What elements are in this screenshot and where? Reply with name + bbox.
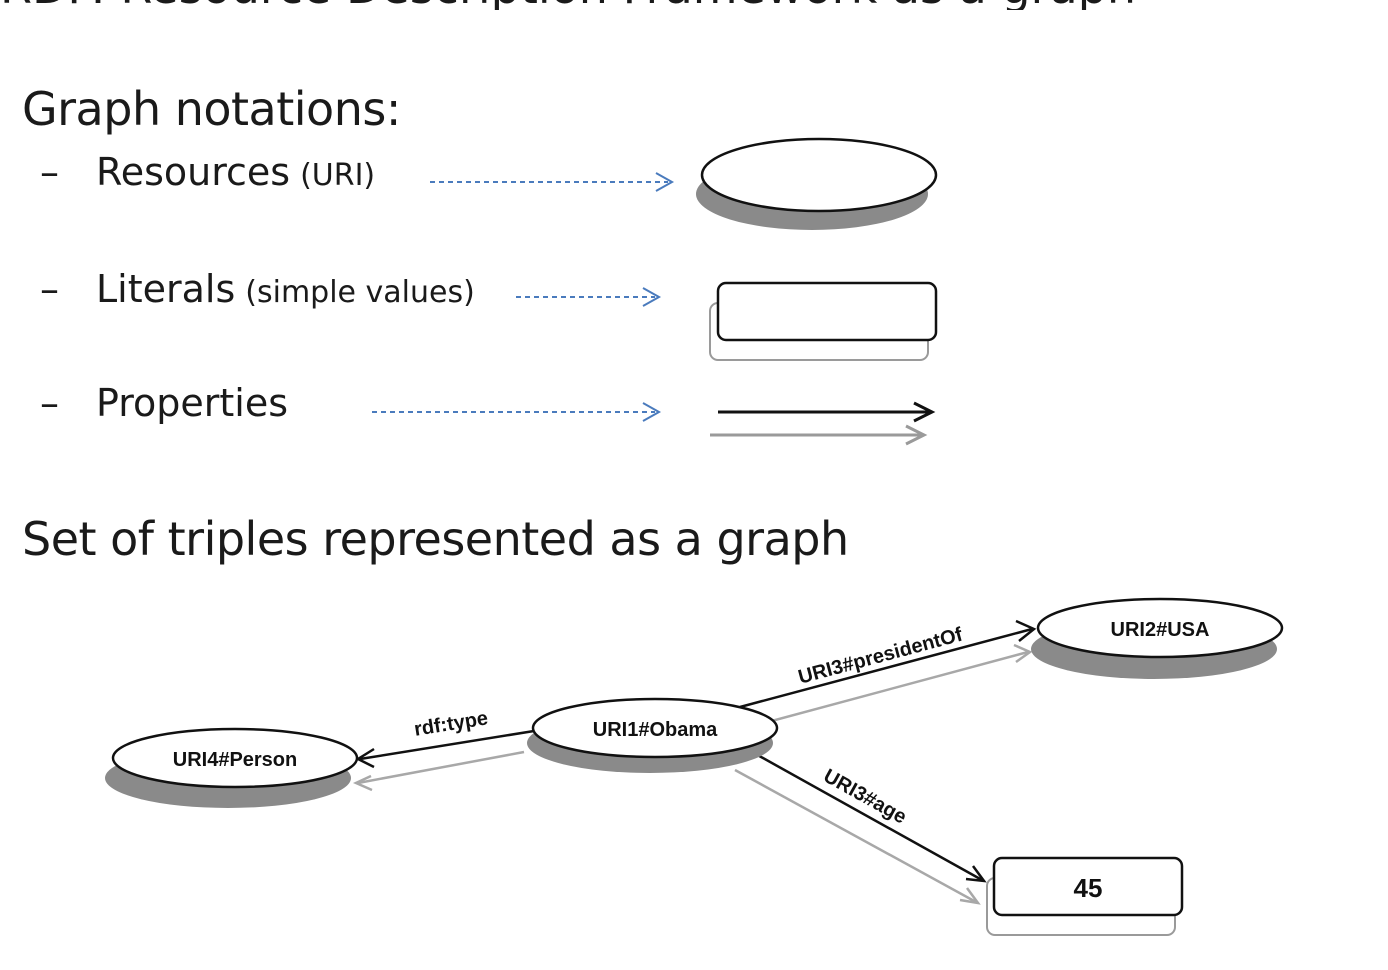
legend-resource-ellipse — [696, 137, 938, 230]
edge-age — [744, 746, 983, 882]
node-usa-label: URI2#USA — [1111, 619, 1210, 641]
literal-age-value: 45 — [986, 856, 1184, 936]
notation-properties: – Properties — [40, 381, 288, 425]
edge-label-president-of: URI3#presidentOf — [796, 624, 965, 689]
node-person: URI4#Person — [105, 727, 359, 808]
edge-shadows — [352, 643, 1033, 905]
bullet-dash: – — [40, 267, 59, 311]
graph-heading: Set of triples represented as a graph — [22, 512, 849, 566]
graph-edges — [355, 619, 1037, 883]
node-obama-label: URI1#Obama — [593, 719, 718, 741]
literal-value-label: 45 — [1074, 873, 1103, 903]
notation-label: Literals — [96, 267, 236, 311]
edge-rdf-type — [359, 729, 535, 761]
arrowhead-icon — [642, 287, 662, 307]
legend-property-arrow — [710, 401, 936, 446]
slide-title-partial: RDF: Resource Description Framework as a… — [0, 0, 1388, 10]
notations-heading: Graph notations: — [22, 82, 401, 136]
notation-literals: – Literals (simple values) — [40, 267, 475, 311]
node-person-label: URI4#Person — [173, 749, 298, 771]
edge-label-rdf-type: rdf:type — [413, 707, 490, 740]
notation-resources: – Resources (URI) — [40, 150, 375, 194]
bullet-dash: – — [40, 150, 59, 194]
bullet-dash: – — [40, 381, 59, 425]
arrowhead-icon — [965, 865, 987, 883]
notation-note: (simple values) — [245, 275, 475, 310]
node-obama: URI1#Obama — [527, 697, 779, 773]
arrowhead-icon — [1015, 619, 1037, 642]
notation-label: Properties — [96, 381, 289, 425]
notation-note: (URI) — [300, 158, 376, 193]
notation-label: Resources — [96, 150, 291, 194]
node-usa: URI2#USA — [1031, 597, 1284, 679]
edge-president-of — [739, 627, 1033, 709]
arrowhead-icon — [655, 172, 675, 192]
arrowhead-icon — [642, 402, 662, 422]
legend-literal-box — [709, 281, 938, 361]
legend-pointer-arrows — [372, 172, 675, 422]
